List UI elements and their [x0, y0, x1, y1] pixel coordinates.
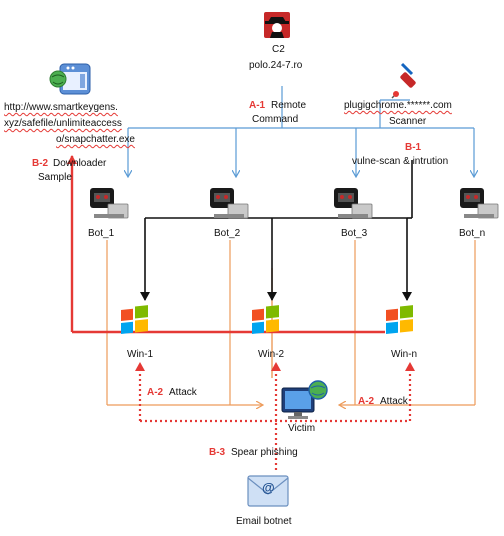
step-b2-text-2: Sample	[38, 172, 72, 183]
bot-1-icon	[90, 188, 129, 219]
windows-label-2: Win-2	[258, 349, 285, 360]
scanner-domain: plugigchrome.******.com	[344, 100, 452, 111]
malware-url-line-3: o/snapchatter.exe	[56, 134, 135, 145]
victim-label: Victim	[288, 423, 316, 434]
bot-label-n: Bot_n	[459, 228, 486, 239]
step-a2-left-code: A-2	[147, 387, 164, 398]
email-envelope-icon: @	[247, 475, 289, 507]
windows-label-1: Win-1	[127, 349, 154, 360]
email-botnet-label: Email botnet	[236, 516, 292, 527]
malware-url-line-2: xyz/safefile/unlimiteaccess	[4, 118, 122, 129]
step-a1-text-1: Remote	[271, 100, 307, 111]
bot-n-icon	[460, 188, 499, 219]
bot-attack-lines	[106, 240, 476, 405]
step-a2-left-text: Attack	[169, 387, 197, 398]
scanner-syringe-icon	[391, 62, 416, 99]
step-a1-text-2: Command	[252, 114, 299, 125]
bot-label-1: Bot_1	[88, 228, 115, 239]
svg-text:@: @	[262, 480, 275, 495]
hacker-c2-icon	[264, 12, 290, 38]
windows-logo-icon-2	[252, 305, 279, 334]
step-a1-code: A-1	[249, 100, 266, 111]
step-b3-text: Spear phishing	[231, 447, 298, 458]
step-b1-code: B-1	[405, 142, 422, 153]
windows-label-n: Win-n	[391, 349, 418, 360]
step-b2-text-1: Downloader	[53, 158, 107, 169]
step-a2-right-code: A-2	[358, 396, 375, 407]
step-b2-code: B-2	[32, 158, 49, 169]
windows-logo-icon-1	[121, 305, 148, 334]
malware-url-line-1: http://www.smartkeygens.	[4, 102, 118, 113]
bot-2-icon	[210, 188, 249, 219]
scanner-label: Scanner	[389, 116, 427, 127]
bot-label-2: Bot_2	[214, 228, 241, 239]
c2-label: C2	[272, 44, 285, 55]
browser-icon	[49, 63, 91, 95]
step-a2-right-text: Attack	[380, 396, 408, 407]
remote-command-lines	[128, 86, 474, 176]
scan-intrusion-lines	[140, 160, 413, 301]
step-b1-text: vulne-scan & intrution	[352, 156, 449, 167]
bot-3-icon	[334, 188, 373, 219]
dotted-attack-lines	[135, 362, 415, 470]
c2-domain: polo.24-7.ro	[249, 60, 303, 71]
bot-label-3: Bot_3	[341, 228, 368, 239]
step-b3-code: B-3	[209, 447, 226, 458]
victim-computer-icon	[281, 380, 328, 419]
downloader-line	[67, 155, 385, 334]
windows-logo-icon-n	[386, 305, 413, 334]
